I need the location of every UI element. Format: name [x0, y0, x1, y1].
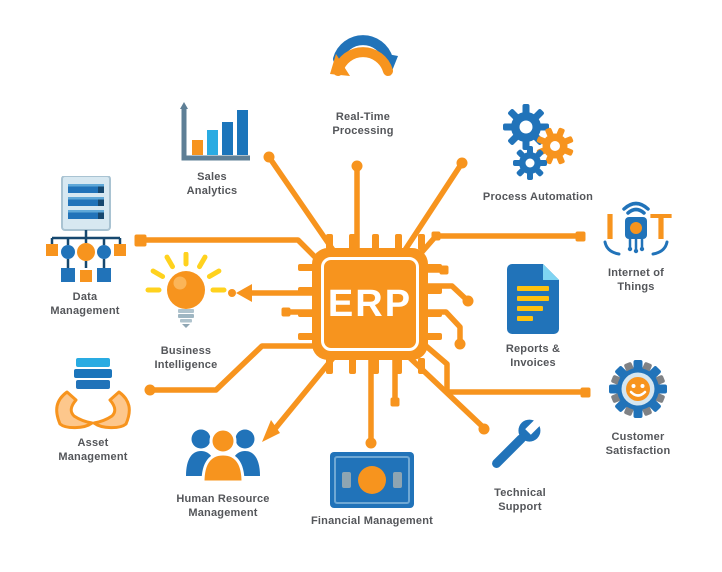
label-line: Support: [498, 501, 542, 513]
label-line: Management: [188, 507, 258, 519]
lightbulb-icon: [145, 252, 227, 328]
document-icon: [507, 264, 559, 334]
label-line: Customer: [611, 431, 665, 443]
module-label: Internet of Things: [608, 266, 664, 294]
label-line: Management: [50, 305, 120, 317]
iot-letter-t: T: [650, 206, 672, 247]
label-line: Business: [160, 345, 212, 357]
module-real-time-processing: Real-Time Processing: [303, 26, 423, 138]
iot-letter-i: I: [605, 206, 615, 247]
module-customer-satisfaction: Customer Satisfaction: [588, 354, 688, 458]
module-business-intelligence: Business Intelligence: [136, 252, 236, 372]
label-line: Analytics: [186, 185, 238, 197]
module-label: Data Management: [50, 290, 119, 318]
smiley-gear-icon: [609, 360, 667, 418]
label-line: Management: [58, 451, 128, 463]
module-human-resource-management: Human Resource Management: [148, 422, 298, 520]
iot-chip-icon: I T: [603, 201, 672, 256]
module-label: Reports & Invoices: [506, 342, 560, 370]
label-line: Financial Management: [311, 515, 433, 527]
banknote-icon: [330, 452, 414, 508]
module-financial-management: Financial Management: [292, 452, 452, 528]
label-line: Satisfaction: [605, 445, 671, 457]
module-label: Financial Management: [311, 514, 433, 528]
label-line: Sales: [197, 171, 227, 183]
label-line: Things: [617, 281, 655, 293]
people-group-icon: [186, 427, 260, 484]
module-label: Business Intelligence: [155, 344, 218, 372]
server-network-icon: [46, 176, 126, 282]
label-line: Human Resource: [176, 493, 270, 505]
wrench-icon: [492, 415, 545, 468]
module-process-automation: Process Automation: [474, 104, 602, 204]
module-technical-support: Technical Support: [468, 414, 572, 514]
module-label: Customer Satisfaction: [606, 430, 671, 458]
hands-holding-icon: [55, 358, 131, 430]
module-label: Human Resource Management: [176, 492, 269, 520]
module-asset-management: Asset Management: [42, 356, 144, 464]
gears-icon: [503, 104, 574, 180]
label-line: Real-Time: [335, 111, 391, 123]
module-data-management: Data Management: [38, 176, 132, 318]
label-line: Intelligence: [154, 359, 218, 371]
label-line: Invoices: [510, 357, 556, 369]
sync-arrows-icon: [330, 35, 398, 76]
erp-chip: ERP: [312, 248, 428, 360]
module-label: Asset Management: [58, 436, 127, 464]
erp-chip-border: [321, 257, 419, 351]
label-line: Asset: [77, 437, 109, 449]
label-line: Data: [72, 291, 98, 303]
module-label: Technical Support: [494, 486, 546, 514]
erp-chip-label: ERP: [327, 282, 413, 325]
module-reports-invoices: Reports & Invoices: [484, 262, 582, 370]
label-line: Processing: [332, 125, 394, 137]
module-internet-of-things: I T Internet of Things: [586, 190, 686, 294]
module-label: Real-Time Processing: [332, 110, 393, 138]
bar-chart-icon: [180, 102, 250, 161]
module-label: Process Automation: [483, 190, 593, 204]
label-line: Technical: [494, 487, 546, 499]
label-line: Process Automation: [482, 191, 594, 203]
module-label: Sales Analytics: [187, 170, 238, 198]
label-line: Reports &: [505, 343, 561, 355]
module-sales-analytics: Sales Analytics: [158, 102, 266, 198]
label-line: Internet of: [608, 267, 664, 279]
